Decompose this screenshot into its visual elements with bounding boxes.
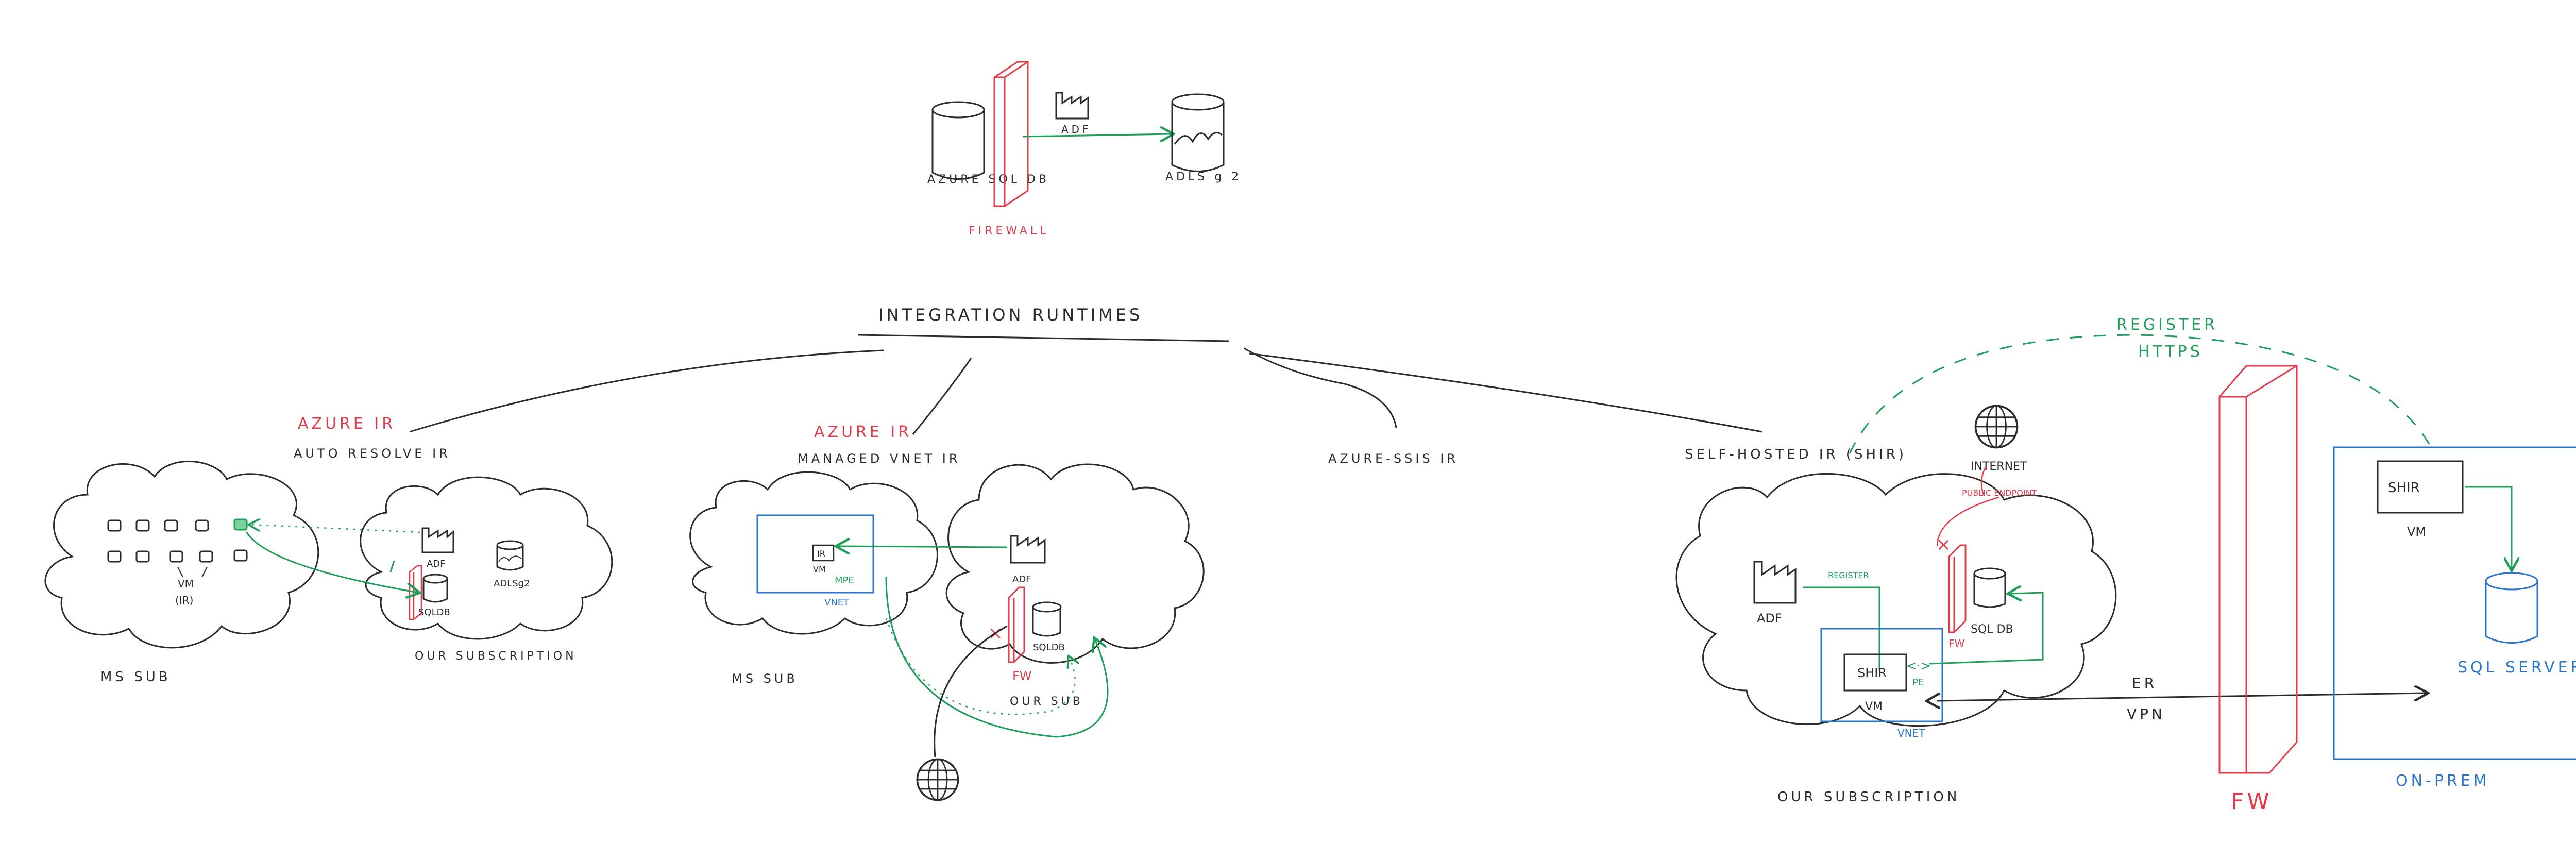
- firewall-icon: [1948, 544, 1967, 633]
- adf-label: ADF: [1012, 574, 1031, 585]
- firewall-icon: [1008, 586, 1025, 663]
- firewall-icon: [993, 61, 1029, 207]
- mpe-loop-arrow: [885, 577, 1109, 738]
- ir-to-sql-arrow: [245, 531, 418, 593]
- ms-sub-cloud: [689, 471, 938, 635]
- shir-vm-box: [1843, 653, 1907, 692]
- firewall-label: FIREWALL: [969, 225, 1049, 238]
- vm-label: VM: [178, 578, 194, 590]
- adf-label: ADF: [1061, 123, 1092, 136]
- big-firewall-icon: [2218, 365, 2298, 774]
- shir-section: SELF-HOSTED IR (SHIR) REGISTER HTTPS INT…: [1675, 316, 2576, 815]
- internet-globe-icon: [1976, 406, 2018, 448]
- vpn-label: VPN: [2127, 705, 2165, 722]
- active-ir-node: [233, 518, 248, 531]
- sql-db-icon: [1032, 601, 1062, 637]
- shir-title: SELF-HOSTED IR (SHIR): [1685, 447, 1907, 462]
- adf-label: ADF: [427, 559, 446, 569]
- managed-vnet-ir-section: AZURE IR MANAGED VNET IR MS SUB VNET IR …: [689, 423, 1205, 800]
- sqldb-label: SQLDB: [418, 607, 450, 618]
- adls-label: ADLS g 2: [1165, 171, 1242, 183]
- adf-to-ir-arrow: [837, 546, 1008, 547]
- ir-nodes-grid: [107, 519, 248, 563]
- azure-sql-db-label: AZURE SQL DB: [927, 173, 1049, 186]
- adls-gen2-icon: [1171, 93, 1225, 172]
- integration-runtimes-title: INTEGRATION RUNTIMES: [878, 305, 1143, 325]
- onprem-vm-label: VM: [2407, 525, 2426, 539]
- sql-db-icon: [422, 574, 448, 603]
- managed-ir-tag: AZURE IR: [814, 423, 912, 441]
- vnet-box: [1820, 628, 1943, 722]
- shir-label: SHIR: [1857, 666, 1887, 680]
- register-https-dashed-arc: [1849, 334, 2433, 454]
- pe-brackets: <·>: [1906, 659, 1931, 673]
- on-prem-box: [2333, 446, 2576, 760]
- our-sub-label: OUR SUB: [1010, 695, 1083, 708]
- pe-label: PE: [1912, 677, 1924, 688]
- x-mark: ×: [1936, 534, 1951, 555]
- adf-factory-icon: [421, 527, 454, 553]
- er-label: ER: [2132, 675, 2157, 692]
- internet-globe-icon: [917, 759, 958, 800]
- ir-badge-box: [812, 544, 835, 562]
- fw-small-label: FW: [1948, 637, 1965, 650]
- vnet-box: [756, 514, 874, 594]
- azure-sql-db-icon: [931, 101, 985, 180]
- adls-label: ADLSg2: [494, 578, 530, 589]
- vm-label: VM: [813, 564, 826, 574]
- azure-ir-section: AZURE IR AUTO RESOLVE IR VM (IR) MS SUB …: [44, 415, 613, 685]
- https-label: HTTPS: [2138, 343, 2203, 361]
- copy-arrow: [1022, 134, 1172, 137]
- auto-resolve-ir-label: AUTO RESOLVE IR: [294, 446, 451, 461]
- register-label: REGISTER: [1828, 570, 1869, 580]
- ms-sub-label: MS SUB: [100, 669, 171, 685]
- mpe-label: MPE: [835, 575, 854, 586]
- vnet-label: VNET: [1897, 727, 1925, 739]
- sql-server-icon: [2485, 572, 2538, 644]
- on-prem-label: ON-PREM: [2396, 772, 2490, 790]
- adf-register-line: [1803, 586, 1880, 670]
- ms-sub-cloud: [44, 460, 319, 649]
- public-endpoint-label: PUBLIC ENDPOINT: [1962, 488, 2037, 498]
- our-subscription-label: OUR SUBSCRIPTION: [1777, 789, 1960, 805]
- title-tree: INTEGRATION RUNTIMES: [409, 305, 1762, 435]
- our-sub-cloud: [945, 463, 1205, 664]
- sqldb-label: SQL DB: [1971, 623, 2013, 636]
- register-top-label: REGISTER: [2116, 316, 2218, 334]
- vm-label: VM: [1865, 700, 1883, 713]
- dotted-adf-to-ir: [250, 525, 420, 533]
- onprem-shir-vm-box: [2377, 460, 2464, 514]
- fw-big-label: FW: [2231, 788, 2273, 815]
- internet-label: INTERNET: [1971, 460, 2027, 473]
- ir-badge: IR: [817, 549, 825, 559]
- ms-sub-label: MS SUB: [732, 671, 798, 686]
- vnet-label: VNET: [824, 597, 850, 608]
- top-diagram: AZURE SQL DB FIREWALL ADF ADLS g 2: [927, 61, 1242, 238]
- adls-gen2-icon: [496, 540, 524, 571]
- adf-factory-icon: [1753, 561, 1797, 604]
- sqldb-label: SQLDB: [1033, 642, 1065, 653]
- sql-server-label: SQL SERVER: [2458, 659, 2576, 677]
- adf-factory-icon: [1010, 535, 1046, 564]
- our-subscription-cloud: [1675, 473, 2117, 727]
- fw-label: FW: [1012, 669, 1032, 683]
- azure-ssis-ir-label: AZURE-SSIS IR: [1328, 451, 1459, 466]
- adf-label: ADF: [1757, 611, 1782, 626]
- managed-vnet-ir-label: MANAGED VNET IR: [798, 451, 961, 466]
- azure-ir-tag: AZURE IR: [298, 415, 396, 433]
- our-subscription-label: OUR SUBSCRIPTION: [415, 650, 577, 663]
- sql-db-icon: [1973, 567, 2006, 608]
- pe-to-sql-arrow: [1929, 593, 2044, 665]
- ir-label: (IR): [175, 594, 193, 607]
- er-vpn-arrow: [1937, 693, 2427, 701]
- shir-to-sql-arrow: [2465, 486, 2512, 569]
- onprem-shir-label: SHIR: [2388, 480, 2420, 496]
- our-sub-cloud: [360, 476, 613, 640]
- adf-factory-icon: [1055, 92, 1089, 120]
